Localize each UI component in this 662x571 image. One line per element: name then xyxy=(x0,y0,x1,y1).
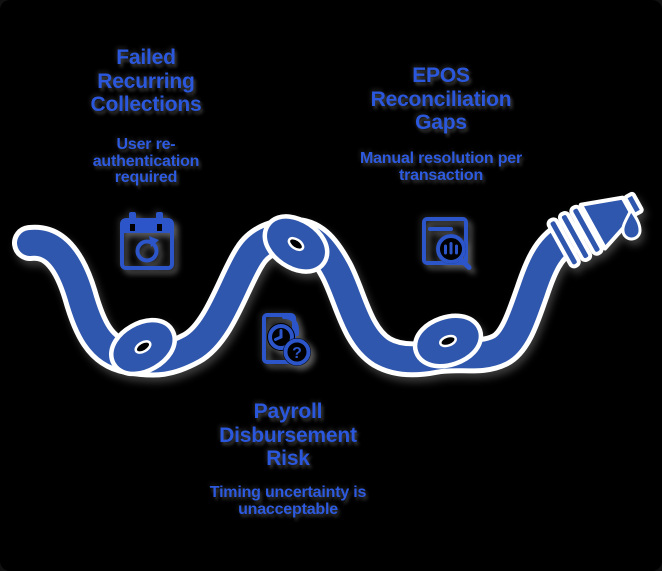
calendar-sync-icon xyxy=(120,212,174,270)
hose-knot-3 xyxy=(412,313,484,369)
hose-knot-1 xyxy=(109,317,177,377)
question-glyph: ? xyxy=(292,345,302,362)
hose-nozzle xyxy=(546,191,644,269)
stage-epos-reconciliation-gaps: EPOS Reconciliation Gaps Manual resoluti… xyxy=(341,64,541,184)
document-search-icon xyxy=(422,217,472,270)
stage-failed-recurring-collections: Failed Recurring Collections User re-aut… xyxy=(46,46,246,187)
stage-subtitle: Manual resolution per transaction xyxy=(359,149,523,184)
knotted-hose xyxy=(12,191,644,378)
stage-title: EPOS Reconciliation Gaps xyxy=(370,64,512,135)
stage-title: Failed Recurring Collections xyxy=(90,46,202,117)
stage-payroll-disbursement-risk: Payroll Disbursement Risk Timing uncerta… xyxy=(188,400,388,518)
document-clock-question-icon: ? xyxy=(262,313,311,366)
hose-knot-2 xyxy=(262,214,330,274)
stage-subtitle: Timing uncertainty is unacceptable xyxy=(209,483,367,518)
water-drip-icon xyxy=(621,208,642,241)
stage-title: Payroll Disbursement Risk xyxy=(219,400,357,471)
stage-subtitle: User re-authentication required xyxy=(92,135,200,187)
